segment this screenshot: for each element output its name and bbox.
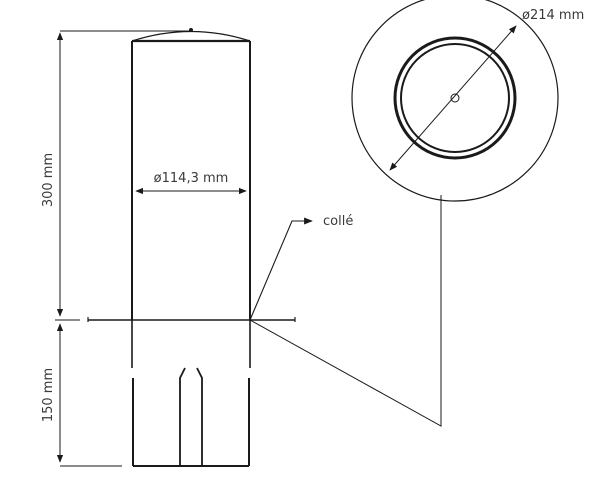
flange-diameter-label: ø214 mm	[522, 8, 584, 23]
dimension-height-lower	[56, 323, 122, 467]
height-upper-label: 300 mm	[41, 153, 56, 207]
height-lower-label: 150 mm	[41, 368, 56, 422]
tube-lower	[131, 320, 251, 467]
top-view-detail	[351, 0, 559, 202]
dimension-height-upper	[55, 30, 190, 321]
glued-label: collé	[323, 214, 353, 229]
tube-diameter-label: ø114,3 mm	[154, 171, 229, 186]
detail-callout-line	[249, 195, 442, 427]
glued-leader	[249, 217, 313, 321]
tube-upper	[131, 28, 251, 320]
